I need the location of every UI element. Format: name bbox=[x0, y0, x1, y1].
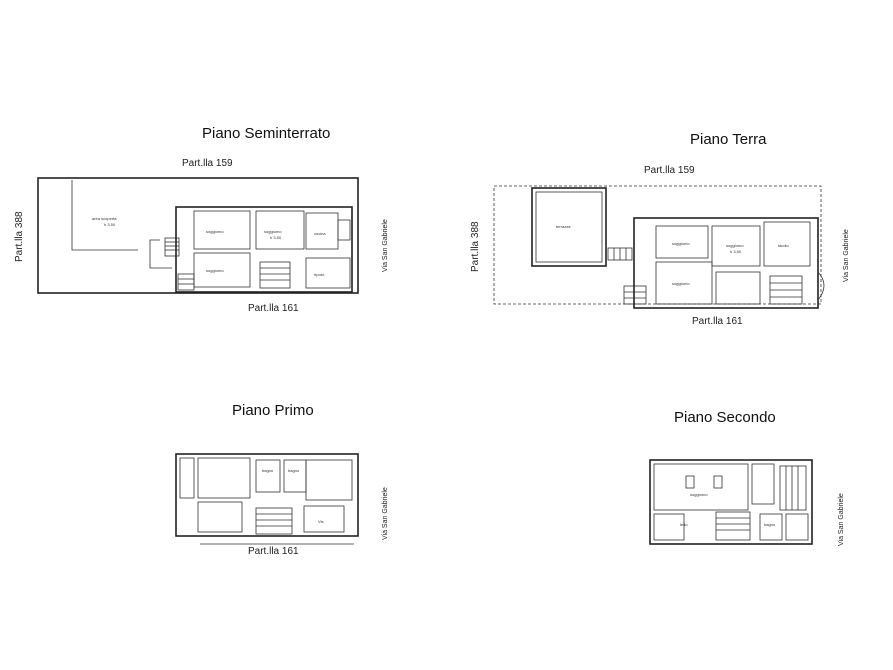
svg-text:bagno: bagno bbox=[288, 468, 300, 473]
plan-primo: bagno bagno Vis bbox=[175, 453, 359, 545]
svg-text:letto: letto bbox=[680, 522, 688, 527]
svg-text:terrazza: terrazza bbox=[556, 224, 571, 229]
label-terra-bottom: Part.lla 161 bbox=[692, 316, 743, 327]
svg-text:soggiorno: soggiorno bbox=[264, 229, 282, 234]
svg-text:soggiorno: soggiorno bbox=[672, 281, 690, 286]
svg-text:area scoperta: area scoperta bbox=[92, 216, 117, 221]
plan-seminterrato: area scoperta h 3,50 soggiorno soggiorno… bbox=[37, 177, 359, 294]
svg-text:studio: studio bbox=[778, 243, 789, 248]
plan-terra: terrazza soggiorno soggiorno h 3,50 stud… bbox=[493, 185, 825, 309]
svg-text:h 3,50: h 3,50 bbox=[270, 235, 282, 240]
title-piano-secondo: Piano Secondo bbox=[674, 409, 776, 426]
svg-text:Vis: Vis bbox=[318, 519, 323, 524]
svg-text:bagno: bagno bbox=[262, 468, 274, 473]
label-seminterrato-top: Part.lla 159 bbox=[182, 158, 233, 169]
svg-text:soggiorno: soggiorno bbox=[672, 241, 690, 246]
title-piano-terra: Piano Terra bbox=[690, 131, 767, 148]
svg-text:h 3,50: h 3,50 bbox=[730, 249, 742, 254]
label-terra-top: Part.lla 159 bbox=[644, 165, 695, 176]
svg-text:h 3,50: h 3,50 bbox=[104, 222, 116, 227]
title-piano-seminterrato: Piano Seminterrato bbox=[202, 125, 331, 142]
svg-text:soggiorno: soggiorno bbox=[206, 229, 224, 234]
title-piano-primo: Piano Primo bbox=[232, 402, 314, 419]
svg-text:ripost.: ripost. bbox=[314, 272, 325, 277]
label-primo-bottom: Part.lla 161 bbox=[248, 546, 299, 557]
svg-text:soggiorno: soggiorno bbox=[206, 268, 224, 273]
plan-secondo: soggiorno letto bagno bbox=[649, 459, 813, 545]
svg-text:bagno: bagno bbox=[764, 522, 776, 527]
label-seminterrato-bottom: Part.lla 161 bbox=[248, 303, 299, 314]
svg-text:cucina: cucina bbox=[314, 231, 326, 236]
svg-text:soggiorno: soggiorno bbox=[726, 243, 744, 248]
svg-text:soggiorno: soggiorno bbox=[690, 492, 708, 497]
